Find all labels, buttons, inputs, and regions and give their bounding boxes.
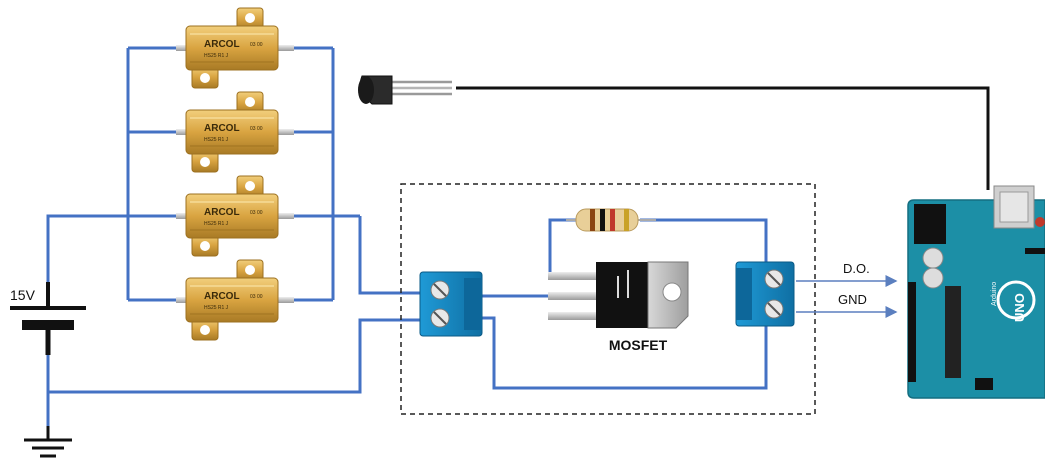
wire-gate <box>548 218 576 276</box>
signal-arrows: D.O. GND <box>796 261 898 318</box>
resistor-code-right: 03 00 <box>250 126 263 132</box>
capacitor-1 <box>922 247 944 269</box>
screw-slot-4 <box>767 302 781 316</box>
wire-terminal-to-source <box>480 316 768 390</box>
mosfet-mount-hole <box>662 282 682 302</box>
tab-hole <box>200 241 210 251</box>
supply-voltage-label: 15V <box>10 287 36 303</box>
resistor-code-left: HS25 R1 J <box>204 221 229 227</box>
mosfet-lead-source <box>548 312 600 320</box>
digital-header <box>1025 248 1045 254</box>
wire-battery-positive <box>46 214 128 282</box>
arduino-pcb <box>907 199 1045 399</box>
power-resistor: ARCOL 03 00 HS25 R1 J <box>176 91 294 173</box>
terminal-block-left <box>419 271 483 337</box>
terminal-left-ridge <box>464 278 482 330</box>
wire-sensor-signal <box>456 86 990 190</box>
screw-slot-1 <box>433 283 447 297</box>
power-resistor: ARCOL 03 00 HS25 R1 J <box>176 7 294 89</box>
resistor-code-left: HS25 R1 J <box>204 305 229 311</box>
reset-button <box>1035 217 1045 227</box>
resistor-body <box>185 25 279 71</box>
band-1 <box>590 209 595 231</box>
resistor-body <box>185 277 279 323</box>
mosfet-lead-drain <box>548 292 600 300</box>
arduino-uno-logo: UNO <box>1012 293 1027 322</box>
mosfet-body <box>596 262 648 328</box>
resistor-brand-text: ARCOL <box>204 207 240 218</box>
ground-symbol <box>24 426 72 458</box>
battery-15v: 15V <box>10 282 86 355</box>
gate-resistor <box>566 208 656 232</box>
atmega-chip <box>945 286 961 378</box>
resistor-code-right: 03 00 <box>250 210 263 216</box>
temperature-sensor <box>358 75 452 105</box>
wire-load-to-terminal <box>358 216 425 295</box>
wires <box>46 46 768 432</box>
tab-hole <box>245 181 255 191</box>
icsp-header <box>975 378 993 390</box>
tab-hole <box>245 13 255 23</box>
resistor-code-right: 03 00 <box>250 42 263 48</box>
screw-slot-3 <box>767 272 781 286</box>
arduino-brand: Arduino <box>991 282 998 306</box>
power-jack <box>914 204 946 244</box>
resistor-body <box>185 109 279 155</box>
resistor-body <box>185 193 279 239</box>
arduino-board: Arduino UNO <box>907 185 1045 399</box>
power-header <box>908 282 916 382</box>
resistor-code-left: HS25 R1 J <box>204 137 229 143</box>
band-3 <box>610 209 615 231</box>
resistor-brand-text: ARCOL <box>204 123 240 134</box>
mosfet-lead-gate <box>548 272 600 280</box>
uno-logo-ring <box>996 280 1036 320</box>
resistor-brand-text: ARCOL <box>204 291 240 302</box>
terminal-block-right <box>735 261 795 327</box>
band-4 <box>624 209 629 231</box>
resistor-brand-text: ARCOL <box>204 39 240 50</box>
power-resistor: ARCOL 03 00 HS25 R1 J <box>176 175 294 257</box>
resistor-code-right: 03 00 <box>250 294 263 300</box>
mosfet-label: MOSFET <box>609 337 668 353</box>
resistor-code-left: HS25 R1 J <box>204 53 229 59</box>
digital-out-label: D.O. <box>843 261 870 276</box>
power-resistor: ARCOL 03 00 HS25 R1 J <box>176 259 294 341</box>
tab-hole <box>245 97 255 107</box>
mosfet: MOSFET <box>548 261 689 353</box>
ground-label: GND <box>838 292 867 307</box>
usb-port-inner <box>999 191 1029 223</box>
band-2 <box>600 209 605 231</box>
wire-battery-negative <box>46 318 425 394</box>
tab-hole <box>200 325 210 335</box>
capacitor-2 <box>922 267 944 289</box>
screw-slot-2 <box>433 311 447 325</box>
terminal-right-ridge <box>736 268 752 320</box>
tab-hole <box>200 73 210 83</box>
mosfet-module-outline <box>400 183 816 415</box>
tab-hole <box>245 265 255 275</box>
wire-gate-resistor-right <box>640 218 768 270</box>
tab-hole <box>200 157 210 167</box>
sensor-top-face <box>358 76 374 104</box>
